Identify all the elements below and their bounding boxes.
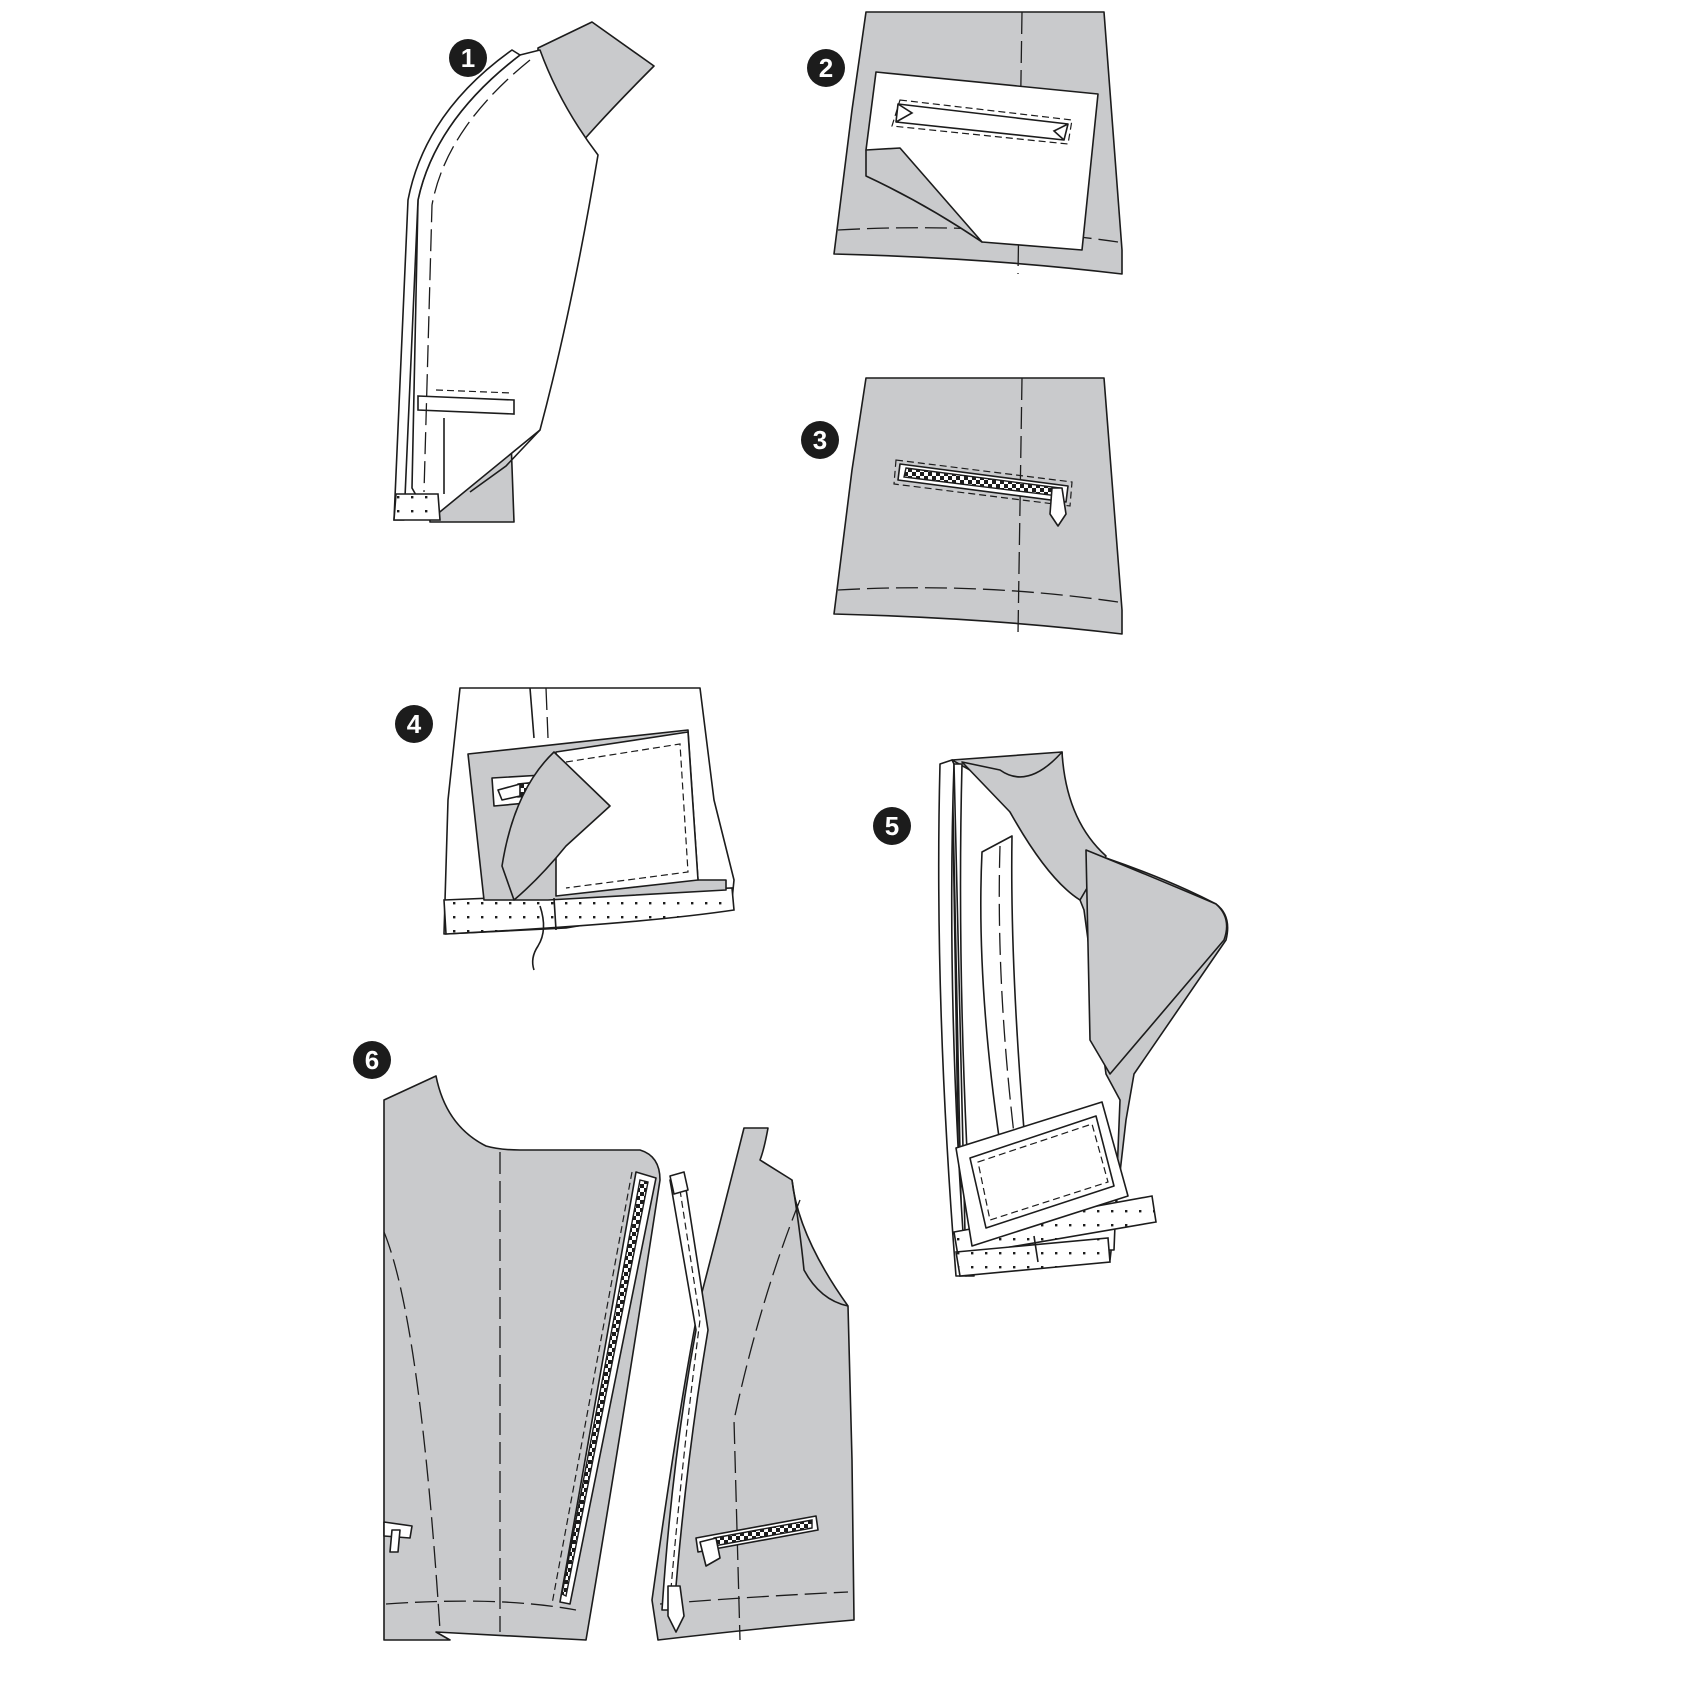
step-3-hem-stitch xyxy=(837,587,1119,603)
step-6-left-pocket-pull xyxy=(389,1529,401,1553)
step-2-illustration xyxy=(833,11,1123,275)
step-4-lining-stitch xyxy=(565,743,689,889)
step-1-illustration xyxy=(393,21,655,523)
step-3-badge: 3 xyxy=(801,421,839,459)
step-3-garment-piece xyxy=(833,377,1123,635)
step-6-right-princess-seam xyxy=(733,1199,801,1641)
step-5-number: 5 xyxy=(885,811,899,841)
step-4-zipper-pull xyxy=(497,783,521,801)
step-6-illustration xyxy=(383,1075,855,1641)
step-5-band-seam xyxy=(1033,1235,1039,1263)
step-1-dotted-facing xyxy=(393,493,441,521)
step-4-seam-line xyxy=(529,687,535,739)
step-5-facing xyxy=(961,751,1107,901)
step-6-left-zipper-teeth xyxy=(561,1179,649,1598)
step-5-pocket-inner xyxy=(969,1115,1115,1229)
step-4-illustration xyxy=(443,687,735,971)
step-6-right-zipper-top-stop xyxy=(669,1171,689,1195)
step-1-fold-edge xyxy=(469,429,541,493)
step-6-right-pocket-pull xyxy=(699,1537,721,1567)
step-5-pocket-stitch xyxy=(977,1123,1109,1221)
step-5-illustration xyxy=(937,751,1229,1277)
step-5-badge: 5 xyxy=(873,807,911,845)
step-4-number: 4 xyxy=(407,709,422,739)
step-1-stitch-line xyxy=(423,59,531,493)
step-1-number: 1 xyxy=(461,43,475,73)
step-1-pocket-stitch xyxy=(435,389,513,394)
step-6-left-princess-seam xyxy=(383,1231,441,1631)
step-2-number: 2 xyxy=(819,53,833,83)
step-5-dotted-band-lower xyxy=(955,1237,1111,1277)
step-5-inner-stitch xyxy=(998,845,1015,1135)
step-2-opening-stitch xyxy=(891,99,1073,145)
step-4-folded-flap xyxy=(501,751,611,901)
step-4-seam-line-2 xyxy=(545,687,549,739)
step-4-badge: 4 xyxy=(395,705,433,743)
step-2-facing-folded-corner xyxy=(865,147,983,243)
step-1-front-piece xyxy=(411,49,599,521)
step-6-right-zipper-pull xyxy=(667,1585,685,1633)
step-6-number: 6 xyxy=(365,1045,379,1075)
step-4-band-seam xyxy=(553,897,557,931)
step-2-opening-cut-right xyxy=(1052,123,1069,141)
step-6-left-hem xyxy=(385,1600,577,1611)
step-6-right-zipper-stitch xyxy=(669,1189,701,1601)
step-5-right-flap xyxy=(1085,849,1228,1075)
step-6-left-zipper-stitch xyxy=(551,1171,633,1605)
step-3-zipper-stitch xyxy=(893,459,1073,507)
step-1-pocket-marking xyxy=(417,395,515,415)
step-1-badge: 1 xyxy=(449,39,487,77)
step-2-opening-cut-left xyxy=(895,103,914,123)
step-6-badge: 6 xyxy=(353,1041,391,1079)
step-3-zipper-pull xyxy=(1049,487,1067,527)
step-2-badge: 2 xyxy=(807,49,845,87)
step-6-right-hem xyxy=(659,1591,849,1605)
step-4-thread xyxy=(531,905,545,971)
step-6-right-armhole-edge xyxy=(791,1179,849,1307)
step-3-illustration xyxy=(833,377,1123,635)
step-3-number: 3 xyxy=(813,425,827,455)
